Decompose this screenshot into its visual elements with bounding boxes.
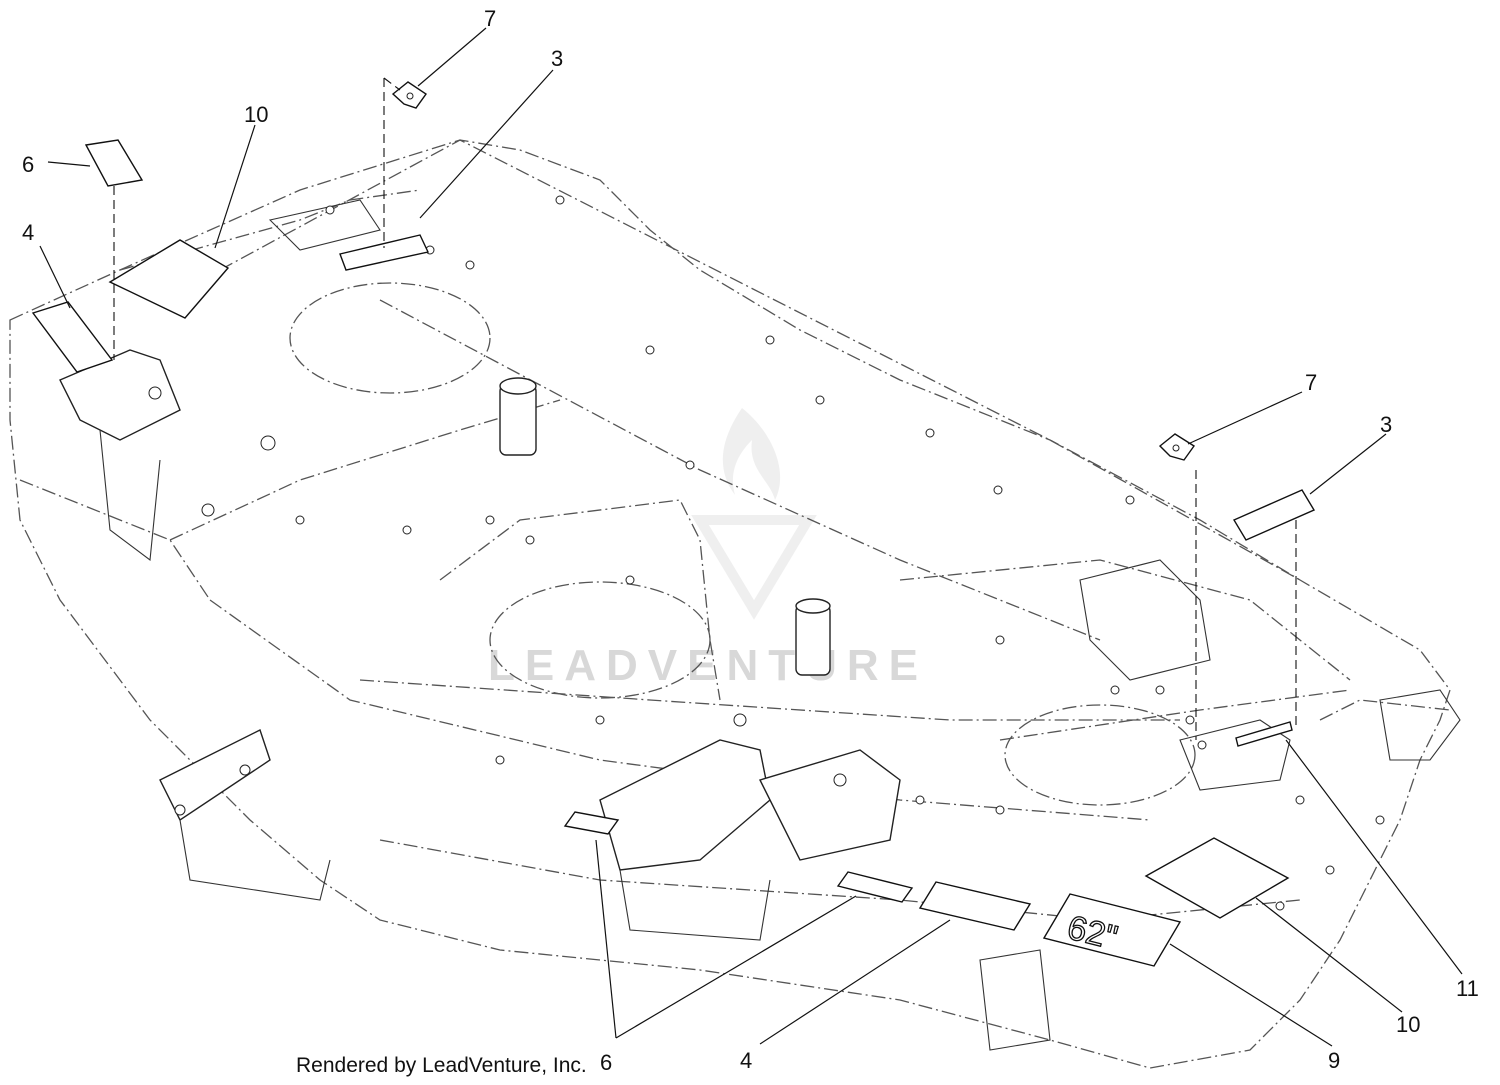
callout-6-bottom: 6 bbox=[600, 1050, 612, 1075]
decal-4-left bbox=[31, 301, 114, 373]
decal-11-right bbox=[1235, 721, 1293, 747]
callout-10-bottom: 10 bbox=[1396, 1012, 1420, 1037]
projection-lines bbox=[113, 77, 1297, 740]
callout-10-top: 10 bbox=[244, 102, 268, 127]
decal-6-left bbox=[84, 139, 144, 187]
leader-lines bbox=[39, 27, 1463, 1047]
decal-6-bottom bbox=[836, 871, 914, 903]
watermark-text: LEADVENTURE bbox=[488, 641, 928, 690]
decal-10-left bbox=[108, 239, 230, 319]
callout-9-bottom: 9 bbox=[1328, 1048, 1340, 1073]
spindle-opening-left bbox=[289, 282, 491, 394]
decal-3-top bbox=[339, 234, 430, 271]
bolt-holes bbox=[148, 195, 1385, 911]
callout-7-right: 7 bbox=[1305, 370, 1317, 395]
decals: 62" bbox=[31, 81, 1316, 967]
spindle-opening-center bbox=[489, 581, 711, 699]
callout-3-top: 3 bbox=[551, 46, 563, 71]
decal-10-bottom bbox=[1144, 837, 1290, 919]
callout-11-right: 11 bbox=[1456, 976, 1479, 1001]
callout-4-bottom: 4 bbox=[740, 1048, 752, 1073]
render-credit: Rendered by LeadVenture, Inc. bbox=[296, 1054, 587, 1077]
callout-labels: 7 3 10 6 4 7 3 11 10 9 4 6 bbox=[22, 6, 1479, 1075]
callout-7-top: 7 bbox=[484, 6, 496, 31]
decal-6-front bbox=[563, 811, 620, 835]
spindle-openings bbox=[289, 282, 1196, 806]
decal-9-62 bbox=[1042, 893, 1182, 967]
decal-3-right bbox=[1232, 489, 1316, 541]
deck-outline bbox=[9, 139, 1451, 1069]
callout-4-left: 4 bbox=[22, 220, 34, 245]
callout-6-left: 6 bbox=[22, 152, 34, 177]
callout-3-right: 3 bbox=[1380, 412, 1392, 437]
decal-4-bottom bbox=[918, 881, 1032, 931]
deck-brackets bbox=[59, 199, 1461, 1051]
spindle-posts bbox=[499, 377, 831, 676]
leadventure-logo-watermark bbox=[691, 408, 817, 620]
spindle-opening-right bbox=[1004, 704, 1196, 806]
